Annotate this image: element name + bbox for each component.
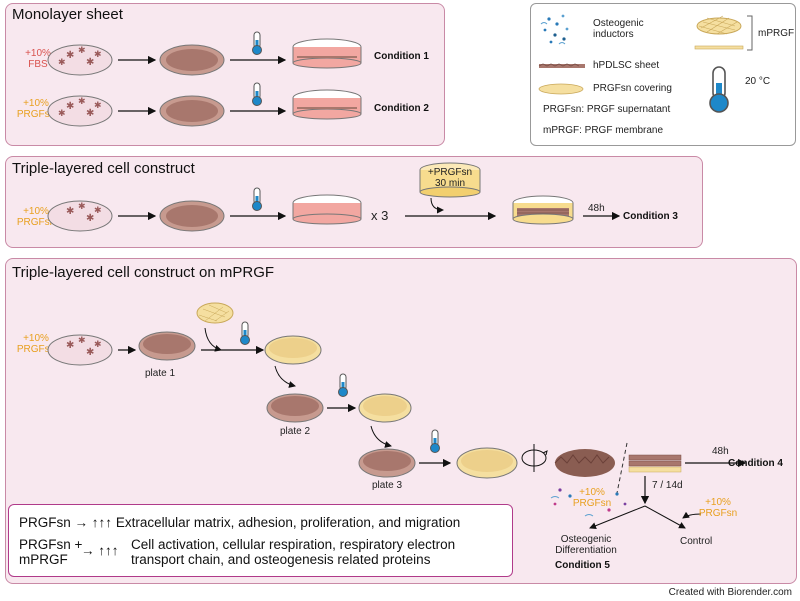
svg-text:✱: ✱ [58,57,66,67]
plate-3-dish [358,448,416,478]
svg-text:✱: ✱ [78,335,86,345]
credit: Created with Biorender.com [668,587,792,598]
svg-text:✱: ✱ [86,57,94,68]
triple-flow: ✱✱✱✱ [47,162,621,232]
dish-sparse: ✱✱✱✱✱ [47,44,113,76]
svg-text:✱: ✱ [66,206,74,217]
svg-text:✱: ✱ [94,339,102,349]
dish-sheet-2 [292,89,362,120]
control-label: Control [680,536,713,547]
summary-row-2-label: PRGFsn +mPRGF [19,537,83,567]
hours-label-1: 48h [588,203,605,214]
dish-triple-layer [512,195,574,225]
prgfsn-label-4: +10%PRGFsn [572,487,612,509]
flip-icon [521,444,548,472]
svg-text:✱: ✱ [78,96,86,106]
svg-text:✱: ✱ [58,108,66,118]
plate-2-covered [358,393,412,423]
legend-membrane: mPRGF [758,28,795,39]
summary-row-1-text: Extracellular matrix, adhesion, prolifer… [115,515,461,530]
svg-text:✱: ✱ [94,100,102,110]
thermometer-icon [709,66,729,113]
mprgf-flow: ✱✱✱✱ [47,302,747,530]
condition-3-label: Condition 3 [623,211,678,222]
membrane-drop [196,302,234,324]
monolayer-flow: ✱✱✱✱✱ ✱✱✱✱✱ [47,31,362,127]
up-arrows-icon: ↑↑↑ [98,543,119,558]
legend-sheet: hPDLSC sheet [593,60,660,71]
plate-3-covered [456,447,518,479]
prgfsn-cup [419,162,481,198]
condition-4-label: Condition 4 [728,458,783,469]
hours-label-2: 48h [712,446,729,457]
legend-covering: PRGFsn covering [593,83,672,94]
plate-1-covered [264,335,322,365]
summary-row-1: PRGFsn → ↑↑↑ Extracellular matrix, adhes… [19,515,460,530]
dish-sheet-1 [292,38,362,69]
summary-row-2: → ↑↑↑ [81,543,119,558]
inductor-particles [550,488,627,517]
legend-graphics [538,14,753,113]
inductors-icon [540,14,569,45]
plate-2-label: plate 2 [280,426,311,437]
mprgf-title: Triple-layered cell construct on mPRGF [12,264,275,281]
legend-abbr-sn: PRGFsn: PRGF supernatant [543,104,671,115]
up-arrows-icon: ↑↑↑ [91,515,113,530]
svg-text:✱: ✱ [66,340,74,351]
membrane-icon [694,15,753,51]
svg-text:✱: ✱ [86,108,94,119]
plate-1-dish [138,331,196,361]
prgfsn-label-1: +10%PRGFsn [16,98,56,120]
legend-abbr-m: mPRGF: PRGF membrane [543,125,664,136]
times-3-label: x 3 [371,208,389,223]
summary-row-1-label: PRGFsn [19,515,71,530]
summary-box: PRGFsn → ↑↑↑ Extracellular matrix, adhes… [8,504,513,577]
triple-title: Triple-layered cell construct [12,160,195,177]
covering-icon [538,83,584,95]
summary-row-2-text: Cell activation, cellular respiration, r… [131,537,456,567]
dish-confluent [159,44,225,76]
plate-2-dish [266,393,324,423]
arrow-icon: → [81,543,99,558]
stacked-layers [628,454,682,473]
flipped-construct [554,449,615,477]
legend-temp: 20 °C [745,76,771,87]
plate-3-label: plate 3 [372,480,403,491]
svg-text:✱: ✱ [86,347,94,358]
svg-text:✱: ✱ [66,101,74,112]
plate-1-label: plate 1 [145,368,176,379]
condition-1-label: Condition 1 [374,51,429,62]
prgfsn-label-5: +10%PRGFsn [698,497,738,519]
fbs-label: +10%FBS [25,48,51,70]
monolayer-title: Monolayer sheet [12,6,123,23]
days-label: 7 / 14d [652,480,683,491]
condition-5-label: Condition 5 [555,560,610,571]
svg-text:✱: ✱ [94,49,102,59]
svg-text:✱: ✱ [66,50,74,61]
svg-text:✱: ✱ [78,45,86,55]
prgfsn-label-3: +10%PRGFsn [16,333,56,355]
arrow-icon: → [74,515,92,530]
svg-text:✱: ✱ [86,213,94,224]
sheet-icon [538,63,585,68]
prgfsn-label-2: +10%PRGFsn [16,206,56,228]
svg-text:✱: ✱ [78,201,86,211]
svg-text:✱: ✱ [94,205,102,215]
condition-2-label: Condition 2 [374,103,429,114]
